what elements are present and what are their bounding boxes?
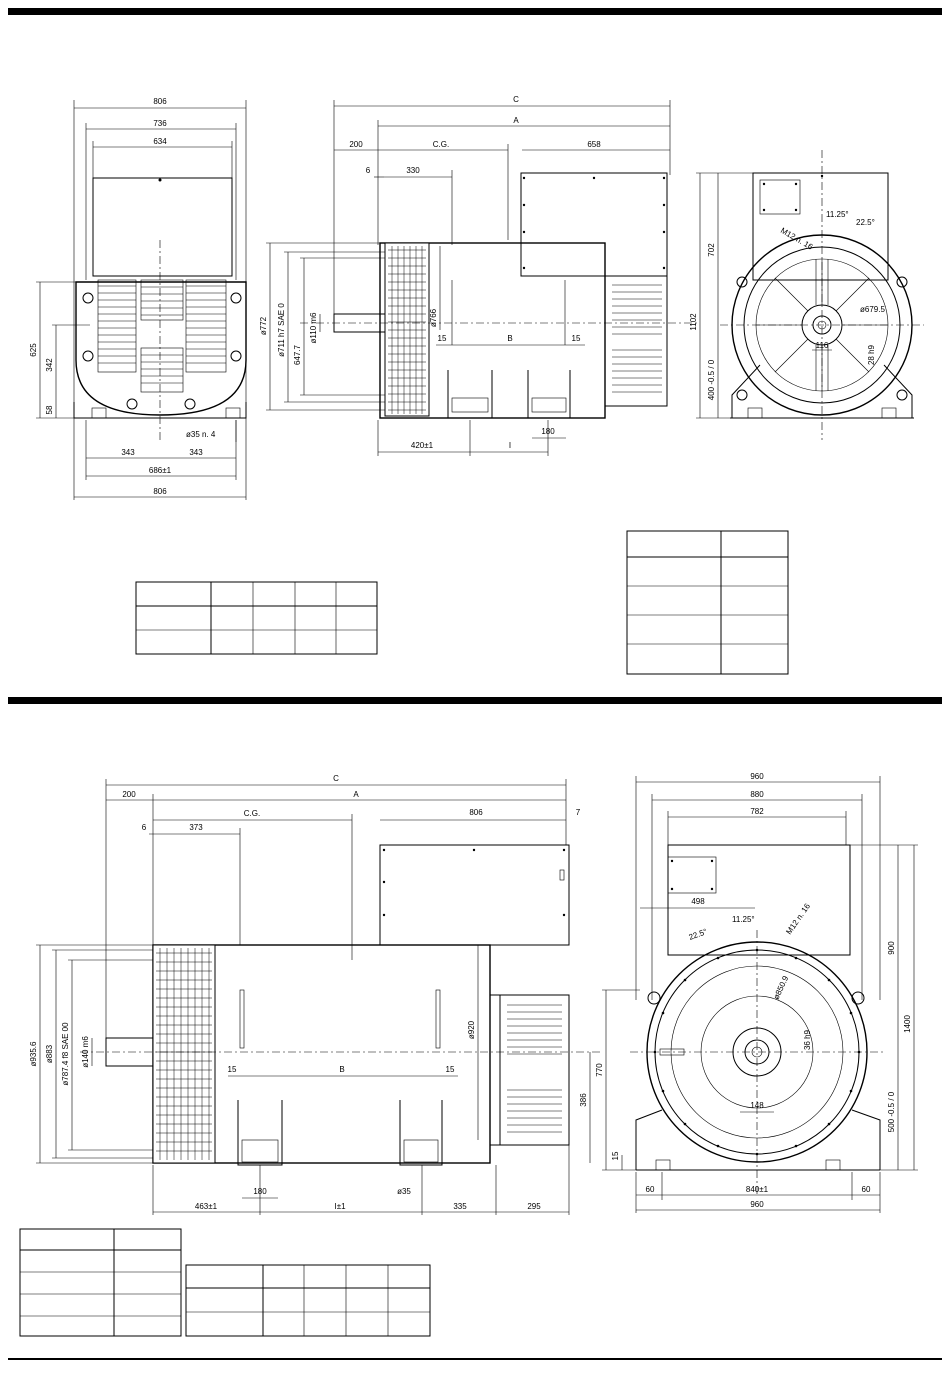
front-dim-806-top: 806 <box>153 97 167 106</box>
side-dim-180: 180 <box>541 427 555 436</box>
bside-dim-463: 463±1 <box>195 1202 218 1211</box>
top-bar <box>8 8 942 15</box>
end-dim-M12: M12 n. 16 <box>779 226 815 252</box>
end-dim-679: ø679.5 <box>860 305 885 314</box>
side-dim-772: ø772 <box>259 316 268 335</box>
bside-dim-140: ø140 m6 <box>81 1036 90 1068</box>
bend-dim-850: ø850.9 <box>772 974 791 1001</box>
bend-dim-15: 15 <box>611 1151 620 1160</box>
bside-fan-mesh <box>156 948 212 1160</box>
bside-dim-787: ø787.4 f8 SAE 00 <box>61 1022 70 1086</box>
front-foot-hole: ø35 n. 4 <box>186 430 216 439</box>
side-dim-6: 6 <box>366 166 371 175</box>
side-dim-15-right: 15 <box>572 334 581 343</box>
bend-dim-60-left: 60 <box>646 1185 655 1194</box>
front-louvers <box>97 279 227 393</box>
bend-dim-1400: 1400 <box>903 1015 912 1033</box>
front-dim-634: 634 <box>153 137 167 146</box>
side-dim-330: 330 <box>406 166 420 175</box>
bside-dim-386: 386 <box>579 1093 588 1107</box>
front-dim-736: 736 <box>153 119 167 128</box>
bside-dim-180: 180 <box>253 1187 267 1196</box>
bend-dim-960-top: 960 <box>750 772 764 781</box>
bend-dim-11-25: 11.25° <box>732 915 755 924</box>
end-dim-22-5: 22.5° <box>856 218 875 227</box>
bottom-bar <box>8 1358 942 1360</box>
bend-dim-36h9: 36 h9 <box>803 1029 812 1050</box>
top-table-left <box>135 581 378 655</box>
bside-dim-920: ø920 <box>467 1020 476 1039</box>
side-dim-A: A <box>513 116 519 125</box>
bend-dim-500: 500 -0.5 / 0 <box>887 1091 896 1132</box>
side-dim-15-left: 15 <box>438 334 447 343</box>
front-dim-686: 686±1 <box>149 466 172 475</box>
bside-dim-15-right: 15 <box>446 1065 455 1074</box>
bottom-table-left <box>19 1228 182 1337</box>
side-dim-I: I <box>509 441 511 450</box>
bend-dim-880: 880 <box>750 790 764 799</box>
front-dim-58: 58 <box>45 405 54 414</box>
side-dim-658: 658 <box>587 140 601 149</box>
side-dim-C: C <box>513 95 519 104</box>
front-dim-806-bottom: 806 <box>153 487 167 496</box>
side-dim-110: ø110 m6 <box>309 312 318 344</box>
side-dim-CG: C.G. <box>433 140 449 149</box>
top-front-view: 806 736 634 <box>29 97 247 500</box>
bside-dim-935: ø935.6 <box>29 1041 38 1066</box>
bside-dim-7: 7 <box>576 808 581 817</box>
bside-dim-335: 335 <box>453 1202 467 1211</box>
top-table-right <box>626 530 789 675</box>
bside-dim-15-left: 15 <box>228 1065 237 1074</box>
bside-dim-CG: C.G. <box>244 809 260 818</box>
bend-dim-148: 148 <box>750 1101 764 1110</box>
bottom-end-view: 960 880 782 498 <box>595 772 918 1213</box>
end-dim-1102: 1102 <box>689 313 698 331</box>
bside-dim-I: I±1 <box>334 1202 346 1211</box>
side-dim-420: 420±1 <box>411 441 434 450</box>
end-dim-11-25: 11.25° <box>826 210 849 219</box>
bend-dim-782: 782 <box>750 807 764 816</box>
side-dim-B: B <box>507 334 512 343</box>
bside-dim-883: ø883 <box>45 1044 54 1063</box>
bside-dim-B: B <box>339 1065 344 1074</box>
bend-dim-960-bottom: 960 <box>750 1200 764 1209</box>
bend-dim-770: 770 <box>595 1063 604 1077</box>
bend-dim-22-5: 22.5° <box>688 927 709 942</box>
bside-dim-C: C <box>333 774 339 783</box>
side-dim-200: 200 <box>349 140 363 149</box>
front-dim-343-right: 343 <box>189 448 203 457</box>
bside-dim-373: 373 <box>189 823 203 832</box>
top-side-view: C A 200 C.G. 658 6 330 <box>259 95 700 456</box>
end-dim-116: 116 <box>816 341 829 350</box>
side-fan-mesh <box>388 246 426 414</box>
front-dim-342: 342 <box>45 358 54 372</box>
bside-dim-6: 6 <box>142 823 147 832</box>
middle-bar <box>8 697 942 704</box>
top-end-view: 702 1102 400 -0.5 / 0 M12 n. 16 11.25° 2… <box>689 150 924 440</box>
side-dim-766: ø766 <box>429 308 438 327</box>
bend-dim-M12: M12 n. 16 <box>784 901 812 936</box>
bside-dim-806: 806 <box>469 808 483 817</box>
bside-dim-A: A <box>353 790 359 799</box>
bend-dim-498: 498 <box>691 897 705 906</box>
bend-dim-60-right: 60 <box>862 1185 871 1194</box>
bend-dim-900: 900 <box>887 941 896 955</box>
bottom-table-right <box>185 1264 431 1337</box>
bottom-side-view: C 200 A 6 373 C.G. 806 7 <box>29 774 600 1215</box>
bend-dim-840: 840±1 <box>746 1185 769 1194</box>
bside-dim-200: 200 <box>122 790 136 799</box>
side-dim-647: 647.7 <box>293 344 302 365</box>
front-dim-343-left: 343 <box>121 448 135 457</box>
end-dim-28h9: 28 h9 <box>867 344 876 365</box>
end-dim-702: 702 <box>707 243 716 257</box>
bside-dim-295: 295 <box>527 1202 541 1211</box>
bside-dim-35: ø35 <box>397 1187 411 1196</box>
side-dim-711: ø711 h7 SAE 0 <box>277 303 286 357</box>
front-dim-625: 625 <box>29 343 38 357</box>
end-dim-400: 400 -0.5 / 0 <box>707 359 716 400</box>
